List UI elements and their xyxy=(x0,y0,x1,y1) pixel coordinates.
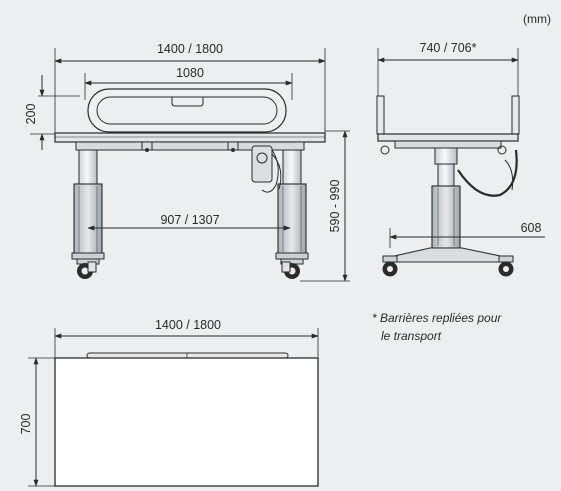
front-rail-inner xyxy=(96,96,278,125)
top-depth-label: 700 xyxy=(19,414,33,435)
side-view xyxy=(376,48,545,277)
front-view xyxy=(30,48,350,282)
side-column xyxy=(431,185,461,249)
side-base xyxy=(389,247,506,263)
front-right-caster xyxy=(280,258,304,279)
top-view xyxy=(28,328,319,487)
side-width-label: 740 / 706* xyxy=(420,41,477,55)
footnote-line-1: * Barrières repliées pour xyxy=(372,311,502,325)
top-length-label: 1400 / 1800 xyxy=(155,318,221,332)
front-left-caster xyxy=(76,258,100,279)
side-base-width-label: 608 xyxy=(521,221,542,235)
front-overall-length-label: 1400 / 1800 xyxy=(157,42,223,56)
front-height-range-label: 590 - 990 xyxy=(328,180,342,233)
front-rail-length-label: 1080 xyxy=(176,66,204,80)
footnote-line-2: le transport xyxy=(381,329,442,343)
front-caster-spacing-label: 907 / 1307 xyxy=(160,213,219,227)
front-right-column-lower xyxy=(277,183,307,255)
unit-label: (mm) xyxy=(523,12,551,26)
side-tabletop xyxy=(377,133,519,142)
front-left-column-lower xyxy=(73,183,103,255)
side-right-caster xyxy=(498,255,514,277)
front-left-column-upper xyxy=(78,149,98,185)
front-rail-height-label: 200 xyxy=(24,104,38,125)
side-left-caster xyxy=(382,255,398,277)
top-surface xyxy=(54,357,319,487)
front-right-column-upper xyxy=(282,149,302,185)
front-tabletop xyxy=(54,132,326,143)
